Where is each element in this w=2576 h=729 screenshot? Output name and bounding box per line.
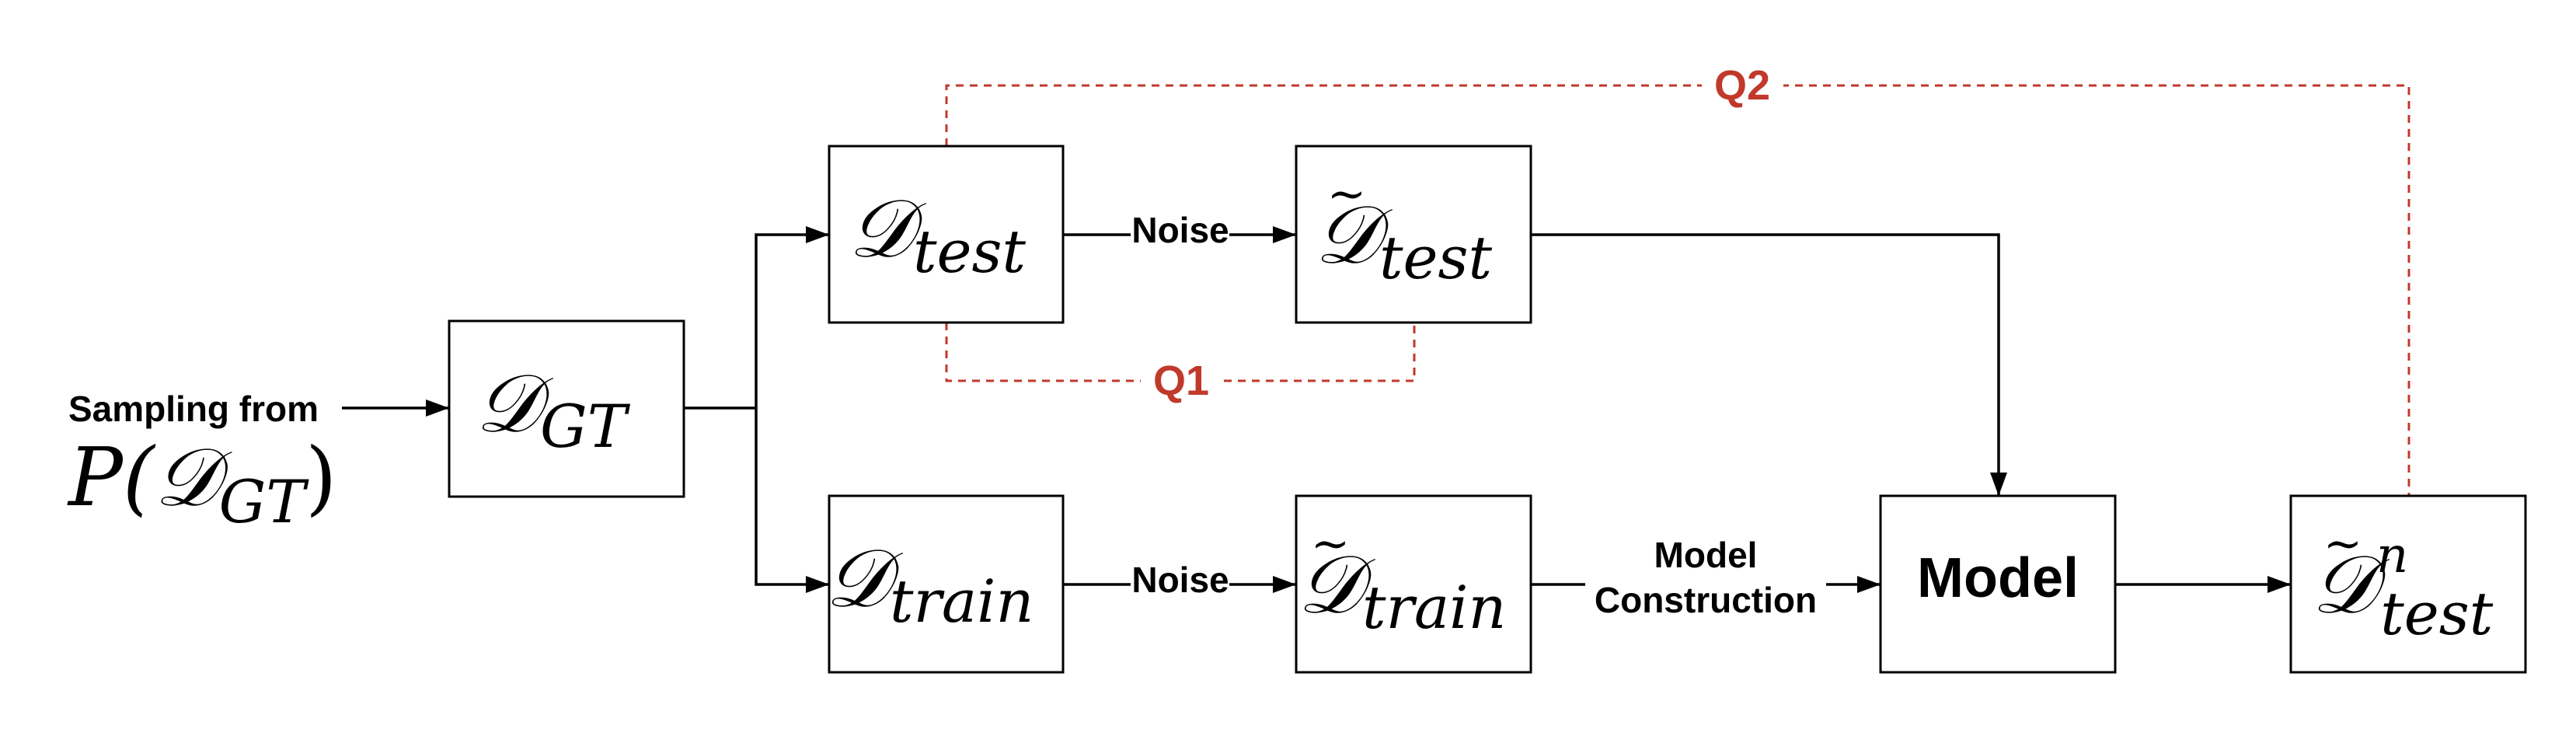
q2-connector: Q2 [945,62,2410,496]
distribution-expression: P(𝒟GT) [67,430,337,536]
q1-label: Q1 [1153,358,1209,404]
node-d-train-noisy: ~ 𝒟train [1295,494,1532,674]
node-d-train-label: 𝒟train [825,531,1034,636]
distribution-subscript: GT [219,467,310,536]
node-d-gt: 𝒟GT [448,319,685,498]
node-d-train-noisy-box [1295,494,1532,674]
node-d-train: 𝒟train [825,494,1065,674]
noise-train-label: Noise [1131,560,1229,600]
node-model: Model [1879,494,2117,674]
node-d-test-noisy-label: 𝒟test [1315,187,1493,292]
node-d-gt-box [448,319,685,498]
distribution-suffix: ) [305,430,337,525]
q2-dashed-line [945,84,2410,496]
node-d-gt-label: 𝒟GT [476,356,631,461]
tilde-mark-test: ~ [1327,167,1366,221]
arrow-dgt-to-dtrain [755,408,829,593]
q1-connector: Q1 [945,323,1416,406]
arrow-dgt-to-dtest [755,226,829,408]
tilde-mark-prediction: ~ [2323,517,2362,571]
node-d-train-box [828,494,1065,674]
node-model-box [1879,494,2117,674]
edge-labels: Noise Noise Model Construction [1131,210,1817,620]
tilde-mark-train: ~ [1311,517,1350,571]
node-d-train-noisy-label: 𝒟train [1298,537,1506,642]
model-construction-line2: Construction [1595,580,1817,620]
node-d-test-noisy-box [1295,145,1532,324]
node-d-test: 𝒟test [828,145,1065,324]
node-d-test-box [828,145,1065,324]
noise-test-label: Noise [1131,210,1229,250]
arrows [342,226,2291,593]
distribution-prefix: P( [67,430,156,525]
node-d-test-noisy: ~ 𝒟test [1295,145,1532,324]
node-d-test-label: 𝒟test [849,181,1027,286]
node-d-test-prediction-box [2289,494,2527,674]
node-model-label: Model [1917,547,2079,609]
model-construction-line1: Model [1654,535,1758,575]
q1-dashed-line [945,323,1416,382]
source-distribution: Sampling from P(𝒟GT) [67,389,337,536]
sampling-from-label: Sampling from [68,389,319,429]
q2-label: Q2 [1714,62,1770,109]
arrow-dtest-noisy-to-model [1531,233,2007,496]
